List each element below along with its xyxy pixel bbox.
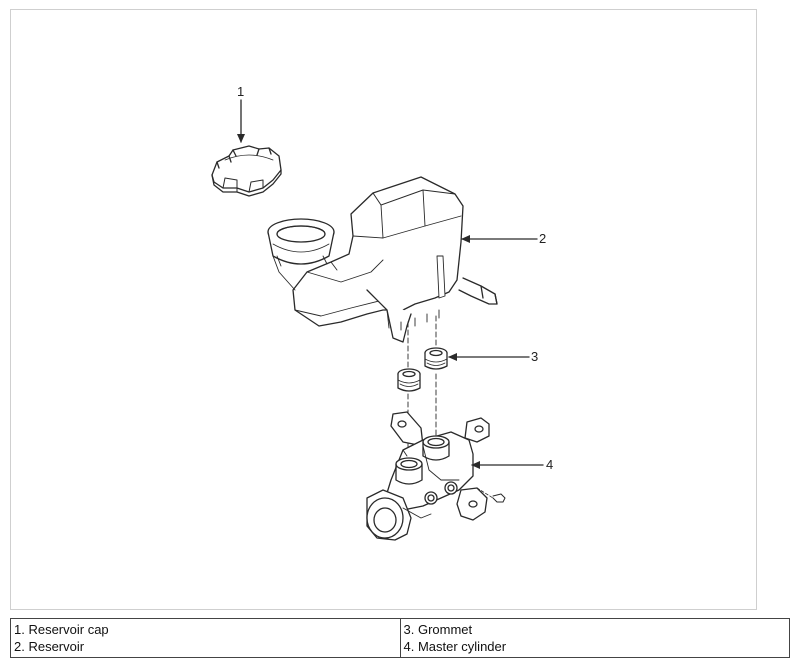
- callout-2-label: 2: [539, 231, 546, 246]
- legend-item-master-cylinder: 4. Master cylinder: [403, 639, 507, 654]
- parts-legend-table: 1. Reservoir cap 2. Reservoir 3. Grommet…: [10, 618, 790, 658]
- legend-row: 1. Reservoir cap 2. Reservoir 3. Grommet…: [10, 618, 790, 658]
- callout-1-leader: [237, 99, 245, 143]
- legend-item-reservoir: 2. Reservoir: [14, 639, 85, 654]
- legend-column-right: 3. Grommet 4. Master cylinder: [399, 618, 790, 658]
- callout-4-label: 4: [546, 457, 553, 472]
- reservoir-cap-drawing: [211, 145, 282, 197]
- reservoir-drawing: [267, 176, 498, 343]
- callout-3-leader: [448, 353, 530, 361]
- grommet-lower-drawing: [397, 368, 421, 392]
- callout-4-leader: [471, 461, 544, 469]
- brake-reservoir-exploded-diagram: 1: [211, 84, 553, 541]
- callout-3-label: 3: [531, 349, 538, 364]
- grommet-upper-drawing: [424, 347, 448, 370]
- legend-column-left: 1. Reservoir cap 2. Reservoir: [10, 618, 401, 658]
- callout-2-leader: [461, 235, 538, 243]
- callout-1-label: 1: [237, 84, 244, 99]
- master-cylinder-drawing: [366, 411, 506, 541]
- legend-item-grommet: 3. Grommet: [403, 622, 473, 637]
- diagram-frame: 1: [10, 9, 757, 610]
- legend-item-reservoir-cap: 1. Reservoir cap: [14, 622, 109, 637]
